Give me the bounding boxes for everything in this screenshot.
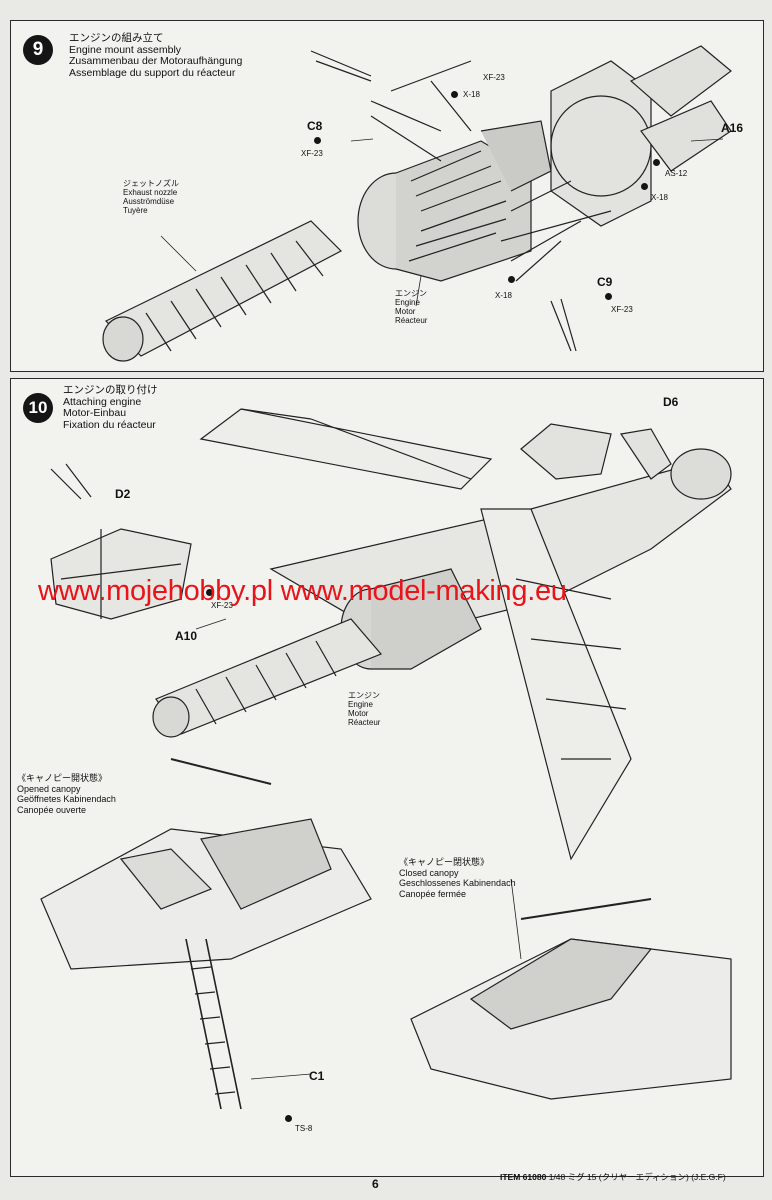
watermark: www.mojehobby.pl www.model-making.eu: [38, 575, 567, 607]
open-en: Opened canopy: [17, 783, 81, 794]
step-10-title-jp: エンジンの取り付け: [63, 384, 158, 396]
page-number: 6: [372, 1177, 379, 1191]
step-10-title-de: Motor-Einbau: [63, 407, 127, 419]
nozzle-label-fr: Tuyère: [123, 206, 148, 215]
closed-en: Closed canopy: [399, 867, 459, 878]
paint-x18-b: X-18: [651, 193, 668, 202]
engine9-jp: エンジン: [395, 289, 427, 298]
step-9-title-en: Engine mount assembly: [69, 43, 182, 56]
closed-de: Geschlossenes Kabinendach: [399, 878, 516, 888]
paint-dot-x18-c: [508, 276, 515, 283]
part-a10: A10: [175, 629, 198, 643]
engine9-fr: Réacteur: [395, 316, 428, 325]
paint-dot-xf23-10: [206, 589, 213, 596]
paint-xf23-top: XF-23: [483, 73, 505, 82]
paint-x18-c: X-18: [495, 291, 512, 300]
engine9-de: Motor: [395, 307, 416, 316]
step-number-10: 10: [23, 393, 53, 423]
engine-install-illustration: [40, 408, 732, 1110]
step-10-title: エンジンの取り付け Attaching engine Motor-Einbau …: [63, 384, 158, 431]
paint-dot-c8: [314, 137, 321, 144]
paint-xf23-c8: XF-23: [301, 149, 323, 158]
paint-dot-x18-b: [641, 183, 648, 190]
open-fr: Canopée ouverte: [17, 804, 87, 815]
engine-mount-illustration: [102, 45, 732, 362]
part-d2: D2: [115, 487, 131, 501]
engine10-jp: エンジン: [348, 691, 380, 700]
footer-item: ITEM 61080 1/48 ミグ 15 (クリヤーエディション) (J.E.…: [500, 1171, 726, 1183]
paint-dot-x18-a: [451, 91, 458, 98]
paint-x18-a: X-18: [463, 90, 480, 99]
paint-dot-c9: [605, 293, 612, 300]
engine9-en: Engine: [395, 298, 420, 307]
paint-dot-as12: [653, 159, 660, 166]
nozzle-label-en: Exhaust nozzle: [123, 188, 178, 197]
step-number-9: 9: [23, 35, 53, 65]
closed-canopy-label: 《キャノピー閉状態》 Closed canopy Geschlossenes K…: [399, 857, 516, 899]
nozzle-label: ジェットノズル Exhaust nozzle Ausströmdüse Tuyè…: [123, 179, 179, 215]
step-9-title-jp: エンジンの組み立て: [69, 32, 164, 44]
engine-label-10: エンジン Engine Motor Réacteur: [348, 691, 380, 727]
step-10-title-fr: Fixation du réacteur: [63, 418, 156, 431]
paint-xf23-c9: XF-23: [611, 305, 633, 314]
part-c9: C9: [597, 275, 613, 289]
open-de: Geöffnetes Kabinendach: [17, 794, 116, 804]
engine10-en: Engine: [348, 700, 373, 709]
step-9-title: エンジンの組み立て Engine mount assembly Zusammen…: [69, 32, 243, 79]
part-a16: A16: [721, 121, 744, 135]
nozzle-label-de: Ausströmdüse: [123, 197, 175, 206]
closed-jp: 《キャノピー閉状態》: [399, 857, 490, 867]
paint-xf23-10: XF-23: [211, 601, 233, 610]
engine10-fr: Réacteur: [348, 718, 381, 727]
footer-description: 1/48 ミグ 15 (クリヤーエディション) (J.E.G.F): [548, 1172, 726, 1182]
opened-canopy-label: 《キャノピー開状態》 Opened canopy Geöffnetes Kabi…: [17, 773, 116, 815]
nozzle-label-jp: ジェットノズル: [123, 179, 179, 188]
step-9-panel: 9 エンジンの組み立て Engine mount assembly Zusamm…: [10, 20, 764, 372]
footer-item-number: ITEM 61080: [500, 1172, 547, 1182]
step-9-title-fr: Assemblage du support du réacteur: [69, 66, 236, 79]
part-c8: C8: [307, 119, 323, 133]
engine-label-9: エンジン Engine Motor Réacteur: [395, 289, 427, 325]
paint-ts8: TS-8: [295, 1124, 313, 1133]
open-jp: 《キャノピー開状態》: [17, 773, 108, 783]
part-d6: D6: [663, 395, 679, 409]
closed-fr: Canopée fermée: [399, 888, 467, 899]
engine10-de: Motor: [348, 709, 369, 718]
step-10-panel: 10 エンジンの取り付け Attaching engine Motor-Einb…: [10, 378, 764, 1177]
paint-dot-ts8: [285, 1115, 292, 1122]
paint-as12: AS-12: [665, 169, 688, 178]
step-9-title-de: Zusammenbau der Motoraufhängung: [69, 55, 243, 67]
part-c1: C1: [309, 1069, 325, 1083]
step-10-title-en: Attaching engine: [63, 395, 142, 408]
